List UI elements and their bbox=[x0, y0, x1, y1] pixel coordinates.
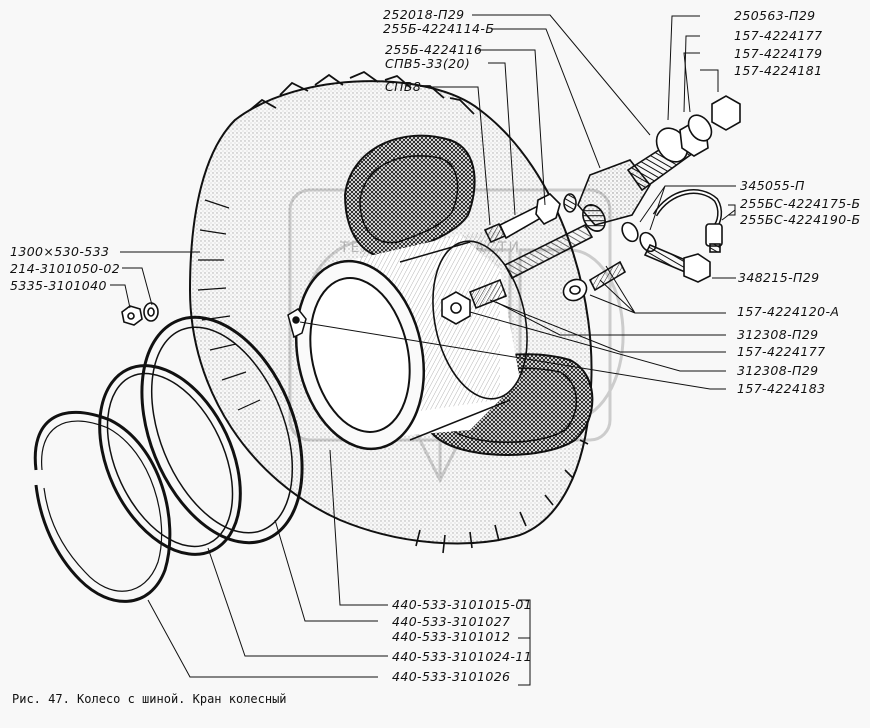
label-157-4224177-lower: 157-4224177 bbox=[737, 344, 826, 359]
wheel-nut-and-washer bbox=[121, 302, 159, 326]
label-348215-p29: 348215-П29 bbox=[738, 270, 820, 285]
label-255bs-4224190-b: 255БС-4224190-Б bbox=[740, 212, 861, 227]
wheel-valve-assembly bbox=[441, 95, 741, 325]
label-157-4224183: 157-4224183 bbox=[737, 381, 826, 396]
label-440-533-3101027: 440-533-3101027 bbox=[392, 614, 511, 629]
rim-rings bbox=[33, 315, 304, 603]
label-157-4224120-a: 157-4224120-А bbox=[737, 304, 840, 319]
label-214-3101050-02: 214-3101050-02 bbox=[10, 261, 121, 276]
label-252018-p29: 252018-П29 bbox=[383, 7, 465, 22]
label-spv5-33-20: СПВ5-33(20) bbox=[385, 56, 471, 71]
label-255b-4224116: 255Б-4224116 bbox=[385, 42, 483, 57]
tire-cutaway-top bbox=[343, 134, 476, 259]
label-312308-p29-a: 312308-П29 bbox=[737, 327, 819, 342]
label-255bs-4224175-b: 255БС-4224175-Б bbox=[740, 196, 861, 211]
label-440-533-3101012: 440-533-3101012 bbox=[392, 629, 511, 644]
figure-caption: Рис. 47. Колесо с шиной. Кран колесный bbox=[12, 692, 287, 706]
label-345055-p: 345055-П bbox=[740, 178, 805, 193]
label-1300x530-533: 1300×530-533 bbox=[10, 244, 110, 259]
label-312308-p29-b: 312308-П29 bbox=[737, 363, 819, 378]
label-250563-p29: 250563-П29 bbox=[734, 8, 816, 23]
label-440-533-3101026: 440-533-3101026 bbox=[392, 669, 511, 684]
label-440-533-3101024-11: 440-533-3101024-11 bbox=[392, 649, 533, 664]
label-157-4224181: 157-4224181 bbox=[734, 63, 823, 78]
label-5335-3101040: 5335-3101040 bbox=[10, 278, 107, 293]
label-255b-4224114-b: 255Б-4224114-Б bbox=[383, 21, 495, 36]
label-157-4224179: 157-4224179 bbox=[734, 46, 823, 61]
label-440-533-3101015-01: 440-533-3101015-01 bbox=[392, 597, 533, 612]
label-157-4224177-top: 157-4224177 bbox=[734, 28, 823, 43]
leader-lines bbox=[110, 14, 736, 686]
wheel-rim bbox=[294, 229, 528, 451]
valve-stem bbox=[287, 308, 307, 339]
label-spv8: СПВ8 bbox=[385, 79, 422, 94]
